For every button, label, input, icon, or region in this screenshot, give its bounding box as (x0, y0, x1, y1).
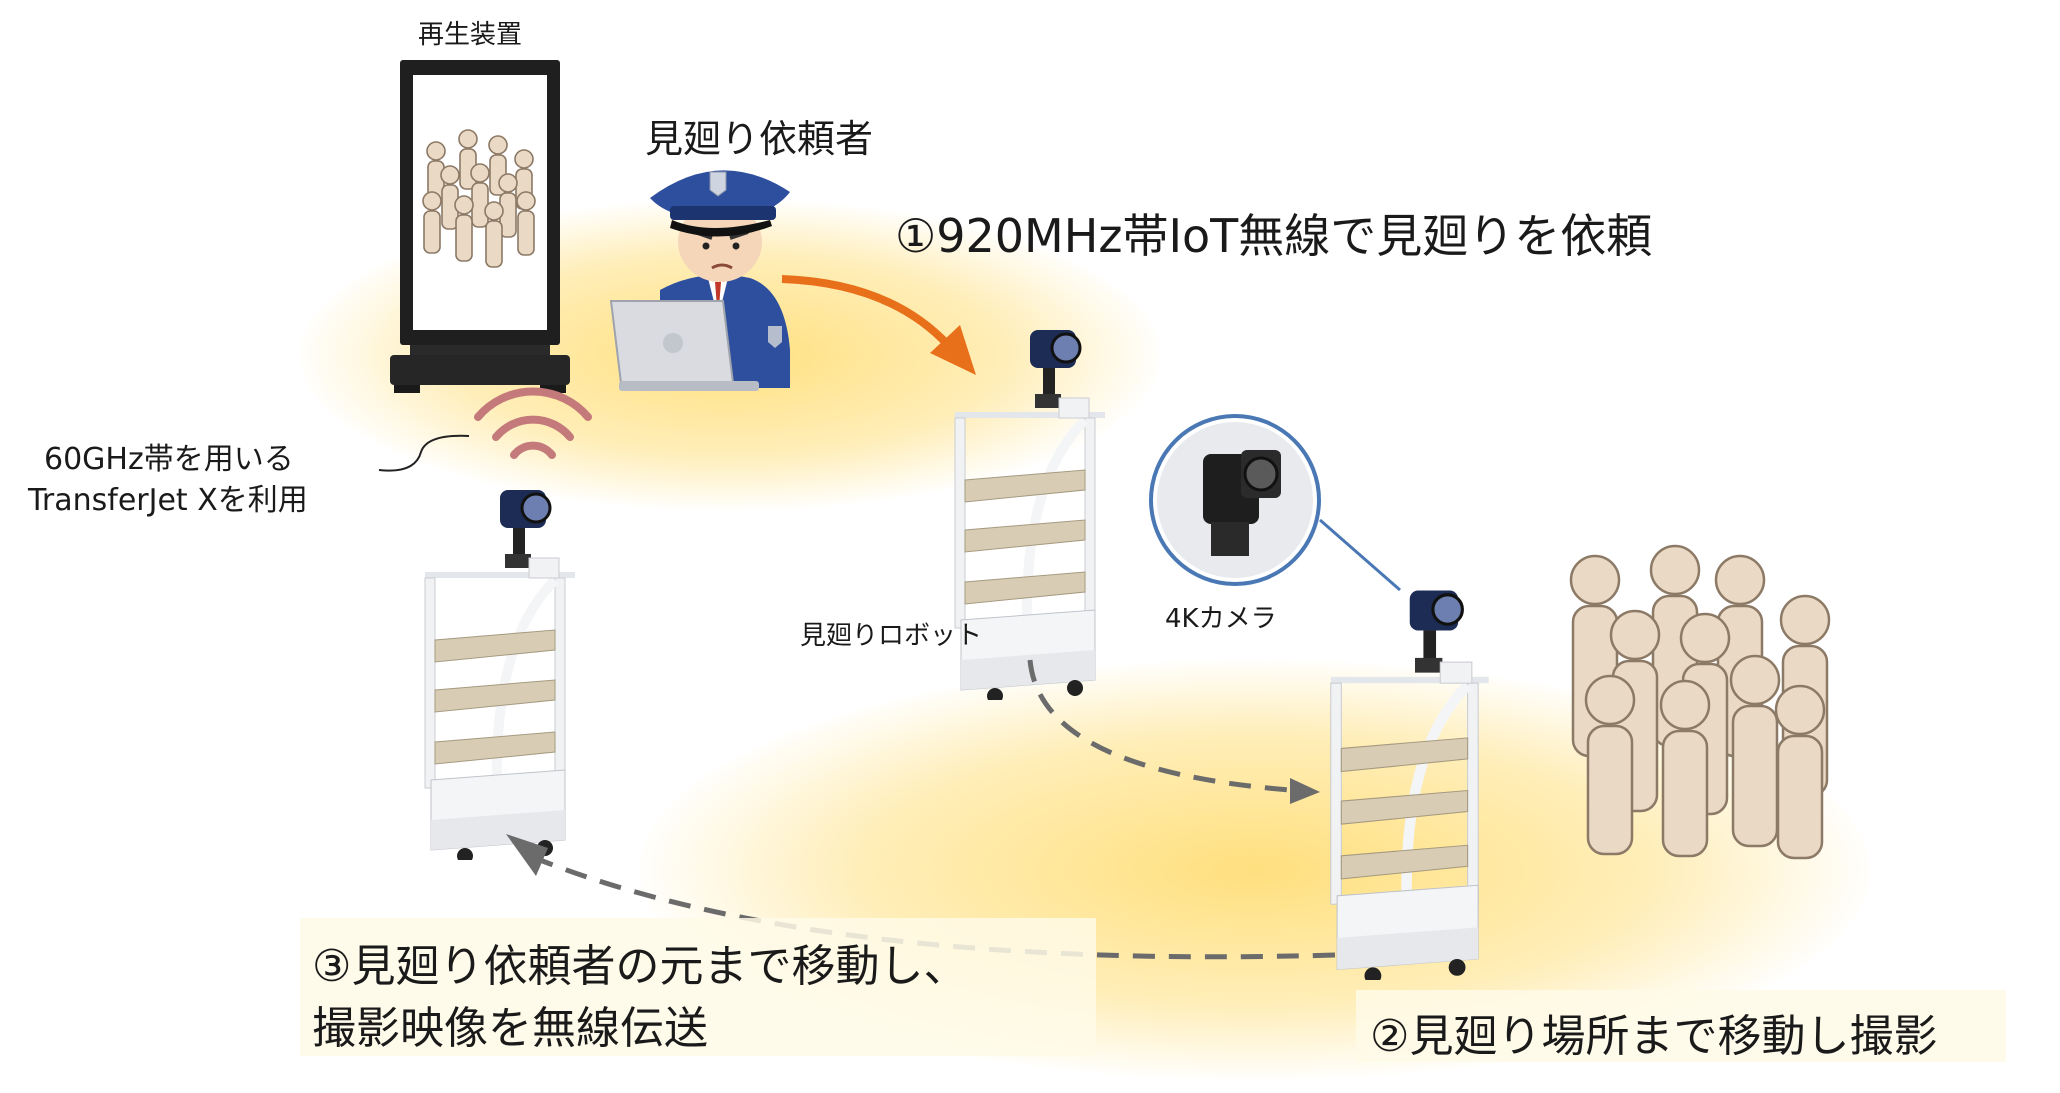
wireless-waves-icon (474, 387, 592, 459)
step2-box (1356, 990, 2006, 1062)
playback-device-label: 再生装置 (418, 20, 523, 50)
move-to-patrol-arrow (1027, 659, 1291, 793)
wireless-label-line1: 60GHz帯を用いる (44, 442, 294, 477)
step2-text: ②見廻り場所まで移動し撮影 (1370, 1011, 1938, 1062)
step3-text-line1: ③見廻り依頼者の元まで移動し、 (312, 941, 968, 992)
move-to-patrol-arrowhead (1290, 778, 1320, 804)
requester-label: 見廻り依頼者 (645, 117, 874, 161)
signage-icon (390, 60, 570, 393)
step3-box (300, 918, 1096, 1056)
step3-text-line2: 撮影映像を無線伝送 (312, 1003, 708, 1054)
robot-label: 見廻りロボット (800, 621, 983, 651)
crowd-icon (1569, 544, 1831, 860)
step1-text: ①920MHz帯IoT無線で見廻りを依頼 (895, 209, 1653, 263)
camera-icon (1149, 414, 1401, 592)
return-arrowhead (506, 834, 548, 876)
wireless-label-line2: TransferJet Xを利用 (28, 483, 308, 518)
camera-label: 4Kカメラ (1165, 604, 1277, 634)
request-arrow (781, 275, 976, 375)
laptop-icon (609, 300, 759, 391)
wireless-label-leader (378, 434, 470, 472)
